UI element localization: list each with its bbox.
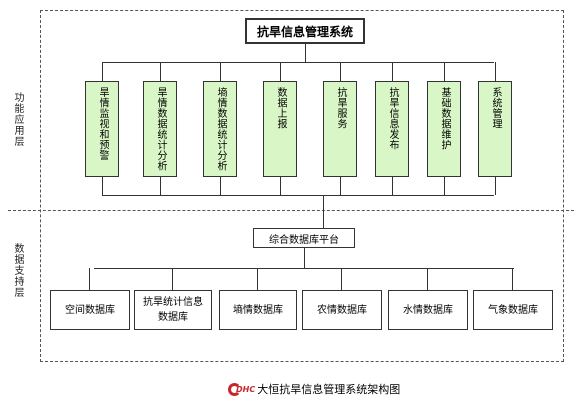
database-box: 抗旱统计信息数据库	[134, 290, 212, 330]
connector	[220, 62, 221, 81]
database-box: 墒情数据库	[219, 290, 297, 330]
function-box: 墒情数据统计分析	[203, 81, 237, 177]
connector	[257, 268, 258, 290]
function-box: 旱情监视和预警	[85, 81, 119, 177]
connector	[340, 177, 341, 195]
layer-divider	[8, 210, 574, 211]
platform-box: 综合数据库平台	[253, 228, 355, 248]
database-box: 水情数据库	[388, 290, 468, 330]
caption-text: 大恒抗旱信息管理系统架构图	[257, 383, 401, 396]
connector	[392, 62, 393, 81]
connector	[160, 62, 161, 81]
logo-text: DHC	[236, 384, 256, 394]
function-layer-label: 功能应用层	[12, 92, 23, 147]
function-box: 抗旱服务	[323, 81, 357, 177]
connector	[427, 268, 428, 290]
function-label: 数据上报	[275, 87, 286, 129]
dhc-logo-icon: DHC	[228, 382, 256, 396]
function-box: 基础数据维护	[427, 81, 461, 177]
function-box: 抗旱信息发布	[375, 81, 409, 177]
connector	[220, 177, 221, 195]
database-box: 农情数据库	[302, 290, 382, 330]
connector	[160, 177, 161, 195]
function-label: 墒情数据统计分析	[215, 87, 226, 171]
connector	[280, 177, 281, 195]
connector	[172, 268, 173, 290]
connector	[495, 177, 496, 195]
function-label: 抗旱信息发布	[387, 87, 398, 150]
database-box: 空间数据库	[50, 290, 130, 330]
connector	[340, 62, 341, 81]
connector	[280, 62, 281, 81]
connector	[392, 177, 393, 195]
connector	[89, 268, 90, 290]
function-box: 旱情数据统计分析	[143, 81, 177, 177]
function-box: 系统管理	[478, 81, 512, 177]
connector	[444, 177, 445, 195]
system-title-box: 抗旱信息管理系统	[245, 18, 365, 44]
function-label: 抗旱服务	[335, 87, 346, 129]
connector	[305, 44, 306, 62]
diagram-caption: DHC 大恒抗旱信息管理系统架构图	[228, 381, 400, 397]
connector	[102, 177, 103, 195]
connector	[495, 62, 496, 81]
connector	[341, 268, 342, 290]
function-box: 数据上报	[263, 81, 297, 177]
function-label: 旱情监视和预警	[97, 87, 108, 161]
connector	[444, 62, 445, 81]
connector	[102, 62, 103, 81]
database-box: 气象数据库	[473, 290, 553, 330]
outer-frame	[40, 10, 564, 362]
function-label: 系统管理	[490, 87, 501, 129]
connector	[102, 62, 494, 63]
connector	[304, 248, 305, 268]
data-layer-label: 数据支持层	[12, 243, 23, 298]
connector	[323, 195, 324, 228]
connector	[102, 195, 494, 196]
function-label: 旱情数据统计分析	[155, 87, 166, 171]
connector	[94, 268, 514, 269]
connector	[512, 268, 513, 290]
function-label: 基础数据维护	[439, 87, 450, 150]
